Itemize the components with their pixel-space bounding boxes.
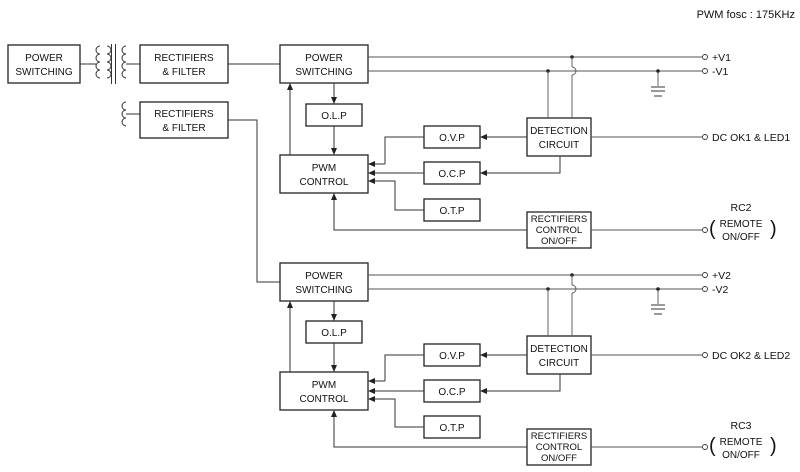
rectifiers-control-1-line2: CONTROL <box>536 225 582 236</box>
rectifiers-filter-1-line1: RECTIFIERS <box>154 53 214 64</box>
olp-1-label: O.L.P <box>321 111 347 122</box>
detection-circuit-1-line1: DETECTION <box>530 126 588 137</box>
rectifiers-control-2-line3: ON/OFF <box>541 453 577 464</box>
rectifiers-filter-1-line2: & FILTER <box>162 67 205 78</box>
ovp-1-block: O.V.P <box>423 125 481 149</box>
remote-close-paren-1: ) <box>770 218 777 240</box>
detection-circuit-1-block: DETECTION CIRCUIT <box>526 117 592 157</box>
ocp-1-block: O.C.P <box>423 161 481 185</box>
pwm-control-1-block: PWM CONTROL <box>279 154 369 194</box>
detection-circuit-1-line2: CIRCUIT <box>539 140 580 151</box>
pwm-frequency-label: PWM fosc : 175KHz <box>697 9 795 21</box>
feed-line-channel-2 <box>228 119 280 283</box>
ovp-2-block: O.V.P <box>423 343 481 367</box>
ocp-1-label: O.C.P <box>438 169 466 180</box>
detection-circuit-2-line1: DETECTION <box>530 344 588 355</box>
power-switching-2-line1: POWER <box>305 271 343 282</box>
remote-2-line1: REMOTE <box>720 437 763 448</box>
remote-1-line1: REMOTE <box>720 219 763 230</box>
output-rails-1 <box>368 54 708 118</box>
remote-1-line2: ON/OFF <box>722 232 760 243</box>
remote-close-paren-2: ) <box>770 435 777 457</box>
pwm-control-1-line1: PWM <box>312 163 336 174</box>
remote-1-name: RC2 <box>730 202 751 214</box>
power-switching-1-block: POWER SWITCHING <box>279 44 369 84</box>
rectifiers-control-1-line3: ON/OFF <box>541 236 577 247</box>
vneg-1-label: -V1 <box>712 66 729 78</box>
detection-circuit-2-block: DETECTION CIRCUIT <box>526 335 592 375</box>
vneg-2-label: -V2 <box>712 284 729 296</box>
remote-open-paren-2: ( <box>709 435 716 457</box>
transformer-icon <box>80 44 140 127</box>
rectifiers-filter-2-block: RECTIFIERS & FILTER <box>139 101 229 139</box>
olp-1-block: O.L.P <box>305 103 363 127</box>
channel-1-wiring <box>287 83 561 231</box>
ocp-2-label: O.C.P <box>438 387 466 398</box>
power-switching-1-line2: SWITCHING <box>295 67 352 78</box>
power-switching-2-block: POWER SWITCHING <box>279 262 369 302</box>
otp-1-label: O.T.P <box>439 206 464 217</box>
ovp-1-label: O.V.P <box>439 133 465 144</box>
primary-power-switching-line2: SWITCHING <box>15 67 72 78</box>
remote-2-line2: ON/OFF <box>722 450 760 461</box>
olp-2-label: O.L.P <box>321 328 347 339</box>
olp-2-block: O.L.P <box>305 320 363 344</box>
rectifiers-filter-1-block: RECTIFIERS & FILTER <box>139 44 229 84</box>
otp-2-block: O.T.P <box>423 415 481 439</box>
otp-2-label: O.T.P <box>439 423 464 434</box>
remote-open-paren-1: ( <box>709 218 716 240</box>
rectifiers-control-1-block: RECTIFIERS CONTROL ON/OFF <box>526 211 592 249</box>
channel-2: POWER SWITCHING O.L.P PWM CONTROL O.V.P … <box>279 262 790 466</box>
rectifiers-control-2-block: RECTIFIERS CONTROL ON/OFF <box>526 428 592 466</box>
vpos-1-label: +V1 <box>712 52 731 64</box>
pwm-control-1-line2: CONTROL <box>300 177 349 188</box>
rectifiers-filter-2-line1: RECTIFIERS <box>154 109 214 120</box>
remote-2-name: RC3 <box>730 420 751 432</box>
vpos-2-label: +V2 <box>712 270 731 282</box>
rectifiers-control-1-line1: RECTIFIERS <box>531 214 587 225</box>
power-switching-1-line1: POWER <box>305 53 343 64</box>
rectifiers-control-2-line2: CONTROL <box>536 442 582 453</box>
pwm-control-2-block: PWM CONTROL <box>279 371 369 411</box>
power-switching-2-line2: SWITCHING <box>295 285 352 296</box>
rectifiers-control-2-line1: RECTIFIERS <box>531 431 587 442</box>
output-rails-2 <box>368 272 708 336</box>
channel-2-wiring <box>287 301 561 448</box>
ocp-2-block: O.C.P <box>423 379 481 403</box>
pwm-control-2-line1: PWM <box>312 380 336 391</box>
channel-1: POWER SWITCHING O.L.P PWM CONTROL O.V.P … <box>279 44 790 249</box>
detection-circuit-2-line2: CIRCUIT <box>539 358 580 369</box>
dc-ok-1-label: DC OK1 & LED1 <box>712 132 790 144</box>
rectifiers-filter-2-line2: & FILTER <box>162 123 205 134</box>
dc-ok-2-label: DC OK2 & LED2 <box>712 350 790 362</box>
primary-power-switching-block: POWER SWITCHING <box>7 44 81 84</box>
pwm-control-2-line2: CONTROL <box>300 394 349 405</box>
primary-power-switching-line1: POWER <box>25 53 63 64</box>
ovp-2-label: O.V.P <box>439 351 465 362</box>
otp-1-block: O.T.P <box>423 198 481 222</box>
